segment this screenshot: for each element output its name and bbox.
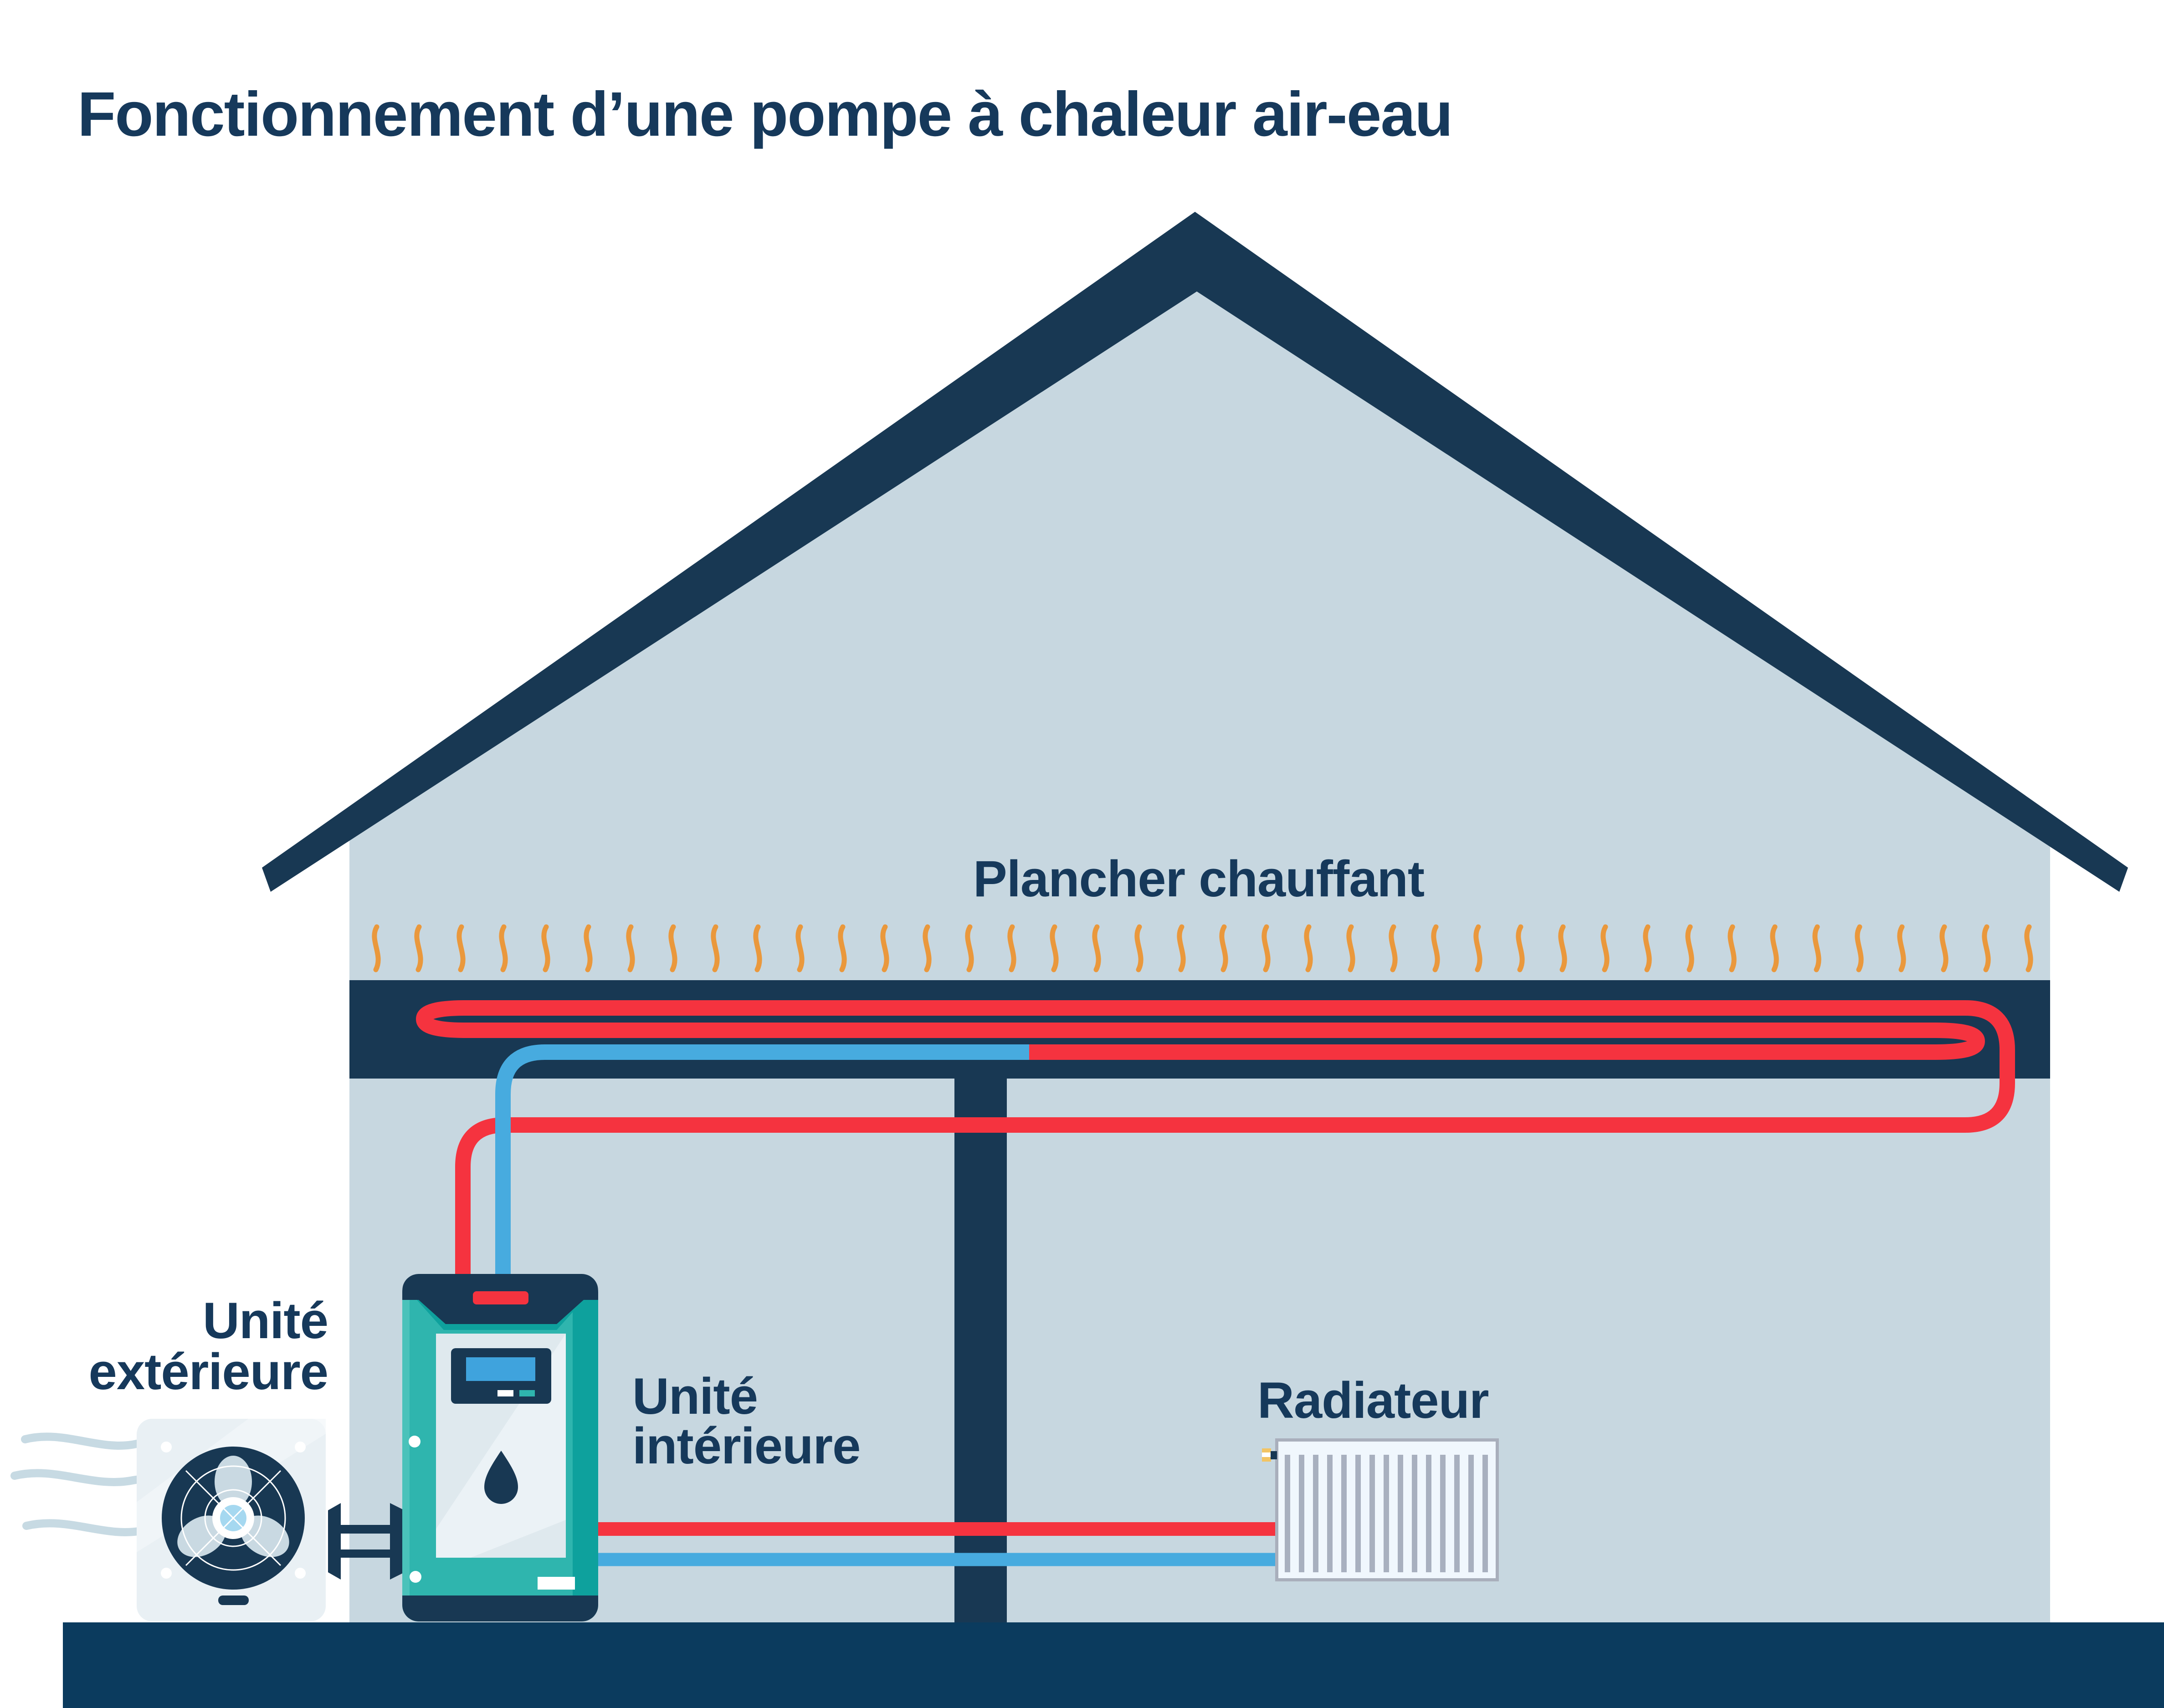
page-title: Fonctionnement d’une pompe à chaleur air…	[77, 79, 1453, 149]
heat-wave-icon	[451, 924, 470, 975]
radiator-valve-knob	[1271, 1451, 1277, 1459]
radiator-slat	[1369, 1455, 1375, 1572]
radiator-slat	[1341, 1455, 1347, 1572]
heat-wave-icon	[706, 924, 724, 975]
radiator-slat	[1454, 1455, 1460, 1572]
radiator-slat	[1299, 1455, 1304, 1572]
heat-wave-icon	[663, 924, 682, 975]
heat-wave-icon	[1256, 924, 1275, 975]
heat-wave-icon	[367, 924, 385, 975]
heat-wave-icon	[918, 924, 936, 975]
radiator-slat	[1482, 1455, 1488, 1572]
label-indoor-unit-line2: intérieure	[632, 1417, 861, 1474]
radiator-slat	[1468, 1455, 1474, 1572]
heat-wave-icon	[1214, 924, 1232, 975]
heat-wave-icon	[1341, 924, 1359, 975]
heat-wave-icon	[494, 924, 512, 975]
heat-wave-icon	[1934, 924, 1953, 975]
heat-wave-icon	[1172, 924, 1190, 975]
heat-wave-icon	[1129, 924, 1148, 975]
radiator	[1275, 1438, 1499, 1581]
radiator-slat	[1355, 1455, 1361, 1572]
heat-wave-icon	[579, 924, 597, 975]
heat-wave-icon	[1892, 924, 1910, 975]
radiator-slat	[1412, 1455, 1417, 1572]
fan-blade	[215, 1456, 252, 1508]
label-indoor-unit: Unité intérieure	[632, 1368, 861, 1474]
heat-wave-icon	[1723, 924, 1741, 975]
radiator-slat	[1327, 1455, 1333, 1572]
radiator-slat	[1426, 1455, 1431, 1572]
unit-top-port	[473, 1291, 528, 1304]
heat-wave-icon	[1002, 924, 1020, 975]
label-outdoor-unit: Unité extérieure	[55, 1295, 328, 1397]
heat-waves	[367, 924, 2052, 974]
heat-wave-icon	[1807, 924, 1826, 975]
heat-wave-icon	[1468, 924, 1487, 975]
heat-wave-icon	[536, 924, 554, 975]
radiator-slat	[1398, 1455, 1403, 1572]
radiator-panel	[1278, 1442, 1496, 1578]
heat-wave-icon	[1765, 924, 1783, 975]
radiator-valve-band	[1262, 1452, 1271, 1457]
heat-wave-icon	[1595, 924, 1614, 975]
heat-wave-icon	[2019, 924, 2037, 975]
heat-wave-icon	[1680, 924, 1698, 975]
heat-wave-icon	[1384, 924, 1402, 975]
heat-wave-icon	[1426, 924, 1444, 975]
heat-wave-icon	[1850, 924, 1868, 975]
heat-wave-icon	[1087, 924, 1105, 975]
heat-wave-icon	[875, 924, 893, 975]
label-outdoor-unit-line1: Unité	[203, 1292, 328, 1349]
label-outdoor-unit-line2: extérieure	[88, 1343, 328, 1400]
heat-wave-icon	[1977, 924, 1995, 975]
heat-wave-icon	[833, 924, 851, 975]
outdoor-unit	[137, 1419, 326, 1621]
label-floor-heating: Plancher chauffant	[973, 850, 1425, 907]
ground	[63, 1622, 2164, 1708]
radiator-slat	[1285, 1455, 1290, 1572]
heat-wave-icon	[1045, 924, 1063, 975]
floor-heating-pipe-hot	[415, 1000, 2015, 1281]
radiator-slat	[1313, 1455, 1318, 1572]
heat-wave-icon	[1638, 924, 1656, 975]
unit-bracket	[328, 1503, 405, 1580]
label-radiator: Radiateur	[1257, 1372, 1489, 1429]
heat-wave-icon	[1511, 924, 1529, 975]
label-indoor-unit-line1: Unité	[632, 1368, 758, 1425]
heat-wave-icon	[748, 924, 766, 975]
water-drop-icon	[484, 1451, 518, 1504]
heat-wave-icon	[790, 924, 809, 975]
heat-wave-icon	[960, 924, 978, 975]
radiator-slat	[1440, 1455, 1446, 1572]
radiator-slat	[1384, 1455, 1389, 1572]
heat-wave-icon	[1299, 924, 1317, 975]
indoor-unit	[402, 1274, 598, 1621]
heat-wave-icon	[409, 924, 427, 975]
heat-wave-icon	[621, 924, 639, 975]
central-column	[954, 1079, 1007, 1622]
floor-heating-pipe-return	[495, 1044, 1029, 1281]
house-wall	[349, 291, 2050, 1622]
heat-wave-icon	[1553, 924, 1571, 975]
display-screen	[466, 1357, 535, 1381]
